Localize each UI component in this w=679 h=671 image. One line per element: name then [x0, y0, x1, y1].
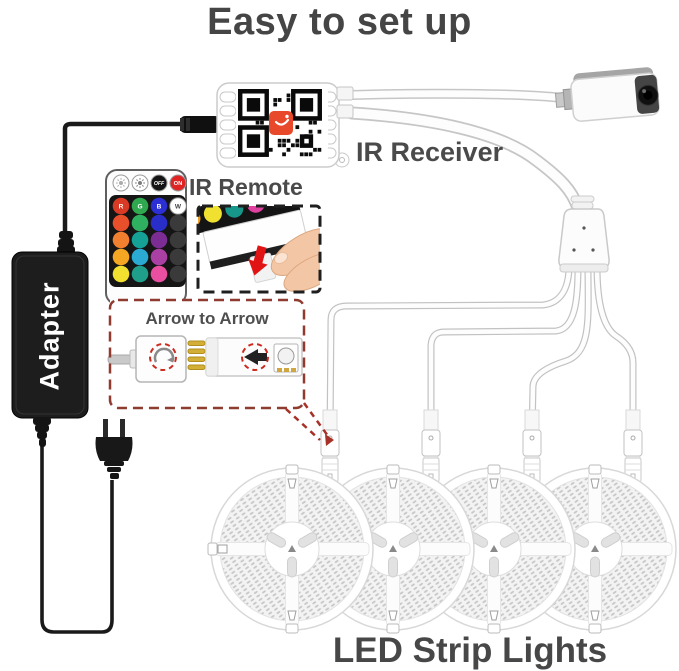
strip-connector	[623, 409, 643, 489]
remote-color-button	[169, 214, 187, 232]
remote-color-button	[150, 265, 168, 283]
led-strip-reel	[207, 464, 374, 634]
ir-remote-label: IR Remote	[189, 174, 303, 200]
svg-text:W: W	[175, 203, 182, 210]
remote-color-button	[169, 231, 187, 249]
ir-receiver-device	[554, 67, 660, 122]
remote-color-button	[150, 248, 168, 266]
splitter-leads	[326, 262, 637, 438]
ir-remote-device: OFF ON R G B W	[105, 169, 187, 305]
led-strip-reels	[207, 464, 677, 634]
leader-arrowhead	[325, 434, 334, 446]
remote-color-button	[131, 265, 149, 283]
plug-body	[95, 437, 133, 461]
remote-color-button	[169, 197, 187, 215]
ir-receiver-label: IR Receiver	[356, 137, 504, 167]
remote-button-on	[169, 174, 187, 192]
svg-text:G: G	[137, 203, 142, 210]
remote-color-button	[112, 265, 130, 283]
power-adapter	[11, 231, 89, 447]
arrow-highlight-circle	[149, 343, 177, 371]
four-way-splitter	[558, 195, 610, 273]
remote-color-button	[150, 214, 168, 232]
output-port	[336, 104, 354, 119]
inset-dashed-border	[196, 204, 322, 294]
power-wiring	[40, 121, 180, 634]
remote-color-button	[112, 214, 130, 232]
led-strip-lights-label: LED Strip Lights	[332, 631, 608, 670]
wifi-controller	[180, 82, 354, 168]
plug-prong	[120, 419, 125, 438]
strip-clip-connector	[135, 335, 187, 383]
signal-cables	[326, 88, 637, 438]
remote-color-button	[112, 197, 130, 215]
arrow-highlight-circle	[241, 343, 269, 371]
remote-color-button	[169, 248, 187, 266]
remote-color-button	[112, 231, 130, 249]
wall-plug	[95, 419, 133, 479]
battery-tab-inset	[196, 204, 322, 294]
remote-buttons: OFF ON R G B W	[112, 174, 187, 283]
svg-text:OFF: OFF	[154, 181, 165, 187]
remote-color-button	[131, 248, 149, 266]
pull-arrow-icon	[248, 245, 268, 276]
svg-text:ON: ON	[174, 181, 183, 187]
remote-button-off	[150, 174, 168, 192]
adapter-label: Adapter	[34, 281, 65, 391]
strip-connector	[522, 409, 542, 489]
inset-leader-dashes	[285, 402, 330, 441]
remote-color-button	[131, 214, 149, 232]
arrow-connection-inset	[107, 298, 334, 446]
arrow-to-arrow-label: Arrow to Arrow	[145, 309, 269, 328]
plug-prong	[103, 419, 108, 438]
ac-power-cord	[40, 445, 114, 634]
remote-color-button	[150, 197, 168, 215]
arrow-inset-dashed-border	[108, 298, 306, 410]
svg-text:R: R	[119, 203, 124, 210]
output-port	[336, 86, 354, 101]
connector-pins	[187, 340, 206, 370]
page-title: Easy to set up	[207, 1, 472, 43]
remote-color-button	[150, 231, 168, 249]
svg-text:B: B	[157, 203, 162, 210]
strip-arrow-marking	[244, 349, 267, 365]
splitter-body	[558, 208, 610, 269]
strip-connectors	[320, 409, 643, 489]
remote-color-button	[169, 265, 187, 283]
remote-color-button	[112, 248, 130, 266]
adapter-dc-cable	[62, 121, 180, 234]
qr-code	[238, 89, 322, 157]
remote-color-button	[131, 197, 149, 215]
remote-color-button	[131, 231, 149, 249]
app-logo-icon	[269, 111, 293, 135]
